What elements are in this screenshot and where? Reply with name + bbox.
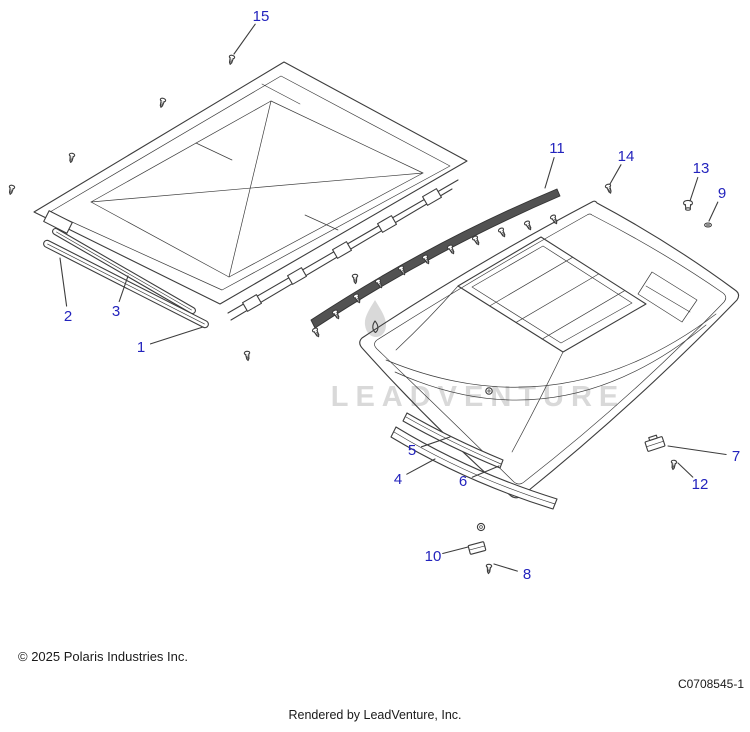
callout-1[interactable]: 1	[137, 339, 145, 356]
leader-line-6	[471, 465, 500, 478]
screw-icon	[497, 226, 508, 239]
screw-icon	[243, 350, 252, 362]
leader-line-11	[544, 157, 555, 189]
callout-13[interactable]: 13	[693, 160, 710, 177]
clip-lower	[467, 541, 487, 555]
leader-line-13	[689, 176, 699, 202]
screw-icon	[226, 54, 236, 66]
screw-icon	[67, 152, 76, 164]
front-trim-strip	[390, 426, 558, 510]
leader-line-2	[59, 257, 68, 307]
callout-12[interactable]: 12	[692, 476, 709, 493]
leader-line-8	[493, 563, 518, 572]
screw-icon	[471, 234, 482, 247]
callout-2[interactable]: 2	[64, 308, 72, 325]
callout-4[interactable]: 4	[394, 471, 402, 488]
drawing-number: C0708545-1	[677, 677, 744, 691]
copyright-text: © 2025 Polaris Industries Inc.	[18, 649, 188, 664]
roof-panel-underside	[33, 61, 468, 321]
leader-line-7	[667, 445, 727, 456]
roof-seal-long-strip	[310, 188, 561, 329]
screw-icon	[485, 563, 493, 575]
seal-strip-upper	[52, 227, 196, 315]
push-nut-part-9	[704, 222, 712, 228]
roof-panel-top	[359, 200, 740, 499]
leader-line-10	[442, 546, 469, 555]
front-seal-strip	[402, 412, 504, 469]
grommet-part-13	[682, 199, 694, 211]
flame-cutout	[372, 320, 379, 334]
grommet-part-10	[476, 522, 486, 532]
rendered-by-text: Rendered by LeadVenture, Inc.	[288, 708, 462, 722]
screw-icon	[157, 97, 167, 109]
lower-hardware-cluster	[467, 522, 487, 555]
callout-14[interactable]: 14	[618, 148, 635, 165]
leadventure-watermark: LEADVENTURE	[331, 300, 626, 413]
front-trim-strips	[390, 412, 558, 510]
roof-mount-rail	[227, 179, 459, 321]
callout-5[interactable]: 5	[408, 442, 416, 459]
screw-icon	[604, 182, 614, 195]
screw-icon	[351, 273, 359, 285]
leadventure-flame-icon	[364, 300, 386, 337]
leader-line-1	[149, 326, 204, 345]
callout-3[interactable]: 3	[112, 303, 120, 320]
leader-line-3	[118, 275, 129, 303]
screw-icon	[311, 326, 322, 339]
clip-part-7	[644, 434, 666, 452]
roof-vent	[457, 236, 647, 353]
leader-line-15	[233, 23, 256, 55]
callout-10[interactable]: 10	[425, 548, 442, 565]
screw-icon	[6, 184, 16, 196]
leader-line-12	[677, 462, 694, 478]
roof-seal-strips	[43, 227, 209, 329]
leader-line-4	[406, 458, 436, 475]
screw-icon	[669, 459, 678, 471]
screw-icon	[523, 219, 534, 232]
callout-6[interactable]: 6	[459, 473, 467, 490]
corner-bracket	[43, 210, 73, 234]
screws-layer	[6, 54, 678, 575]
leader-line-5	[420, 436, 451, 448]
callout-7[interactable]: 7	[732, 448, 740, 465]
callout-11[interactable]: 11	[549, 140, 565, 157]
rear-panel-detail	[637, 271, 698, 323]
leader-line-9	[708, 201, 719, 222]
callout-15[interactable]: 15	[253, 8, 270, 25]
watermark-text: LEADVENTURE	[331, 381, 626, 413]
callout-8[interactable]: 8	[523, 566, 531, 583]
callout-9[interactable]: 9	[718, 185, 726, 202]
front-grommet	[485, 387, 493, 395]
leader-line-14	[609, 164, 622, 185]
